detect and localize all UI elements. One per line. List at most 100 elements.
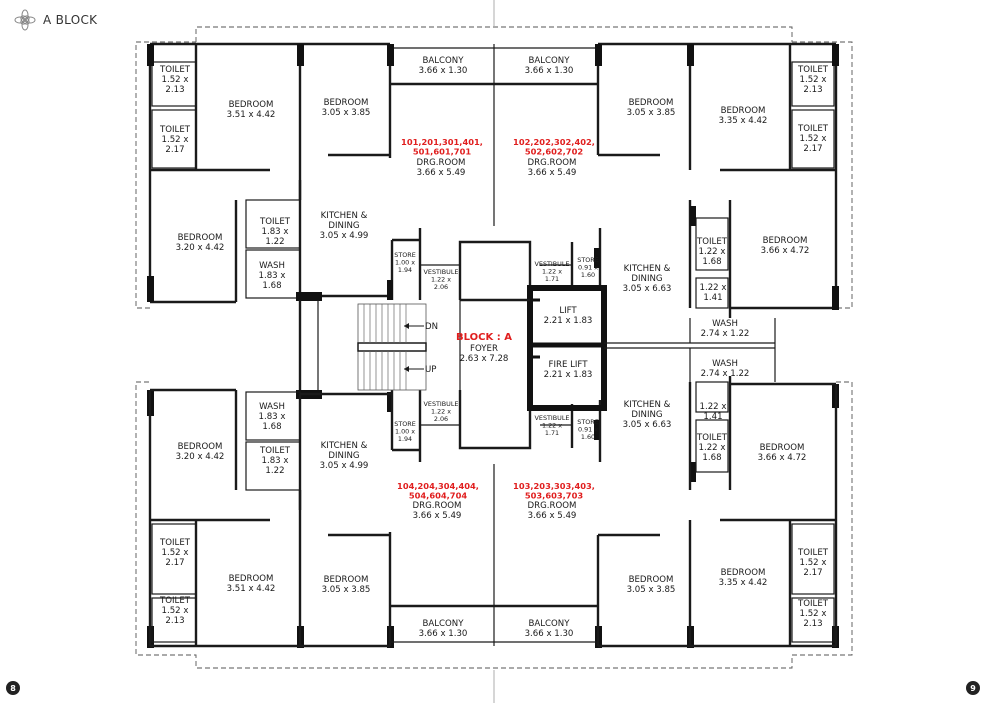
- room-label-line: 0.91 x: [578, 426, 598, 434]
- room-label-line: 2.74 x 1.22: [701, 329, 750, 339]
- room-label-line: 3.05 x 3.85: [322, 585, 371, 595]
- room-label-line: DRG.ROOM: [528, 158, 577, 168]
- room-label-line: 3.35 x 4.42: [719, 116, 768, 126]
- room-label-line: BEDROOM: [721, 568, 766, 578]
- room-label-line: TOILET: [259, 446, 291, 456]
- room-label-line: 1.71: [545, 275, 559, 283]
- room-label-line: 502,602,702: [525, 147, 583, 157]
- room-label-line: 1.00 x: [395, 259, 415, 267]
- room-label-line: KITCHEN &: [624, 264, 671, 274]
- room-label-line: VESTIBULE: [535, 260, 570, 268]
- room-label-line: BALCONY: [528, 56, 570, 66]
- room-label-line: 3.66 x 1.30: [525, 629, 574, 639]
- room-label-line: DINING: [328, 221, 359, 231]
- room-label-line: 0.91 x: [578, 264, 598, 272]
- room-label-line: 1.68: [262, 281, 281, 291]
- room-label-line: STORE: [394, 420, 415, 428]
- room-label-line: DINING: [328, 451, 359, 461]
- room-label-line: 504,604,704: [409, 491, 467, 501]
- room-label-line: BEDROOM: [229, 100, 274, 110]
- room-label-line: WASH: [712, 359, 738, 369]
- room-label-line: WASH: [259, 261, 285, 271]
- room-label-line: 1.52 x: [162, 548, 189, 558]
- room-label-line: 1.22 x: [431, 408, 451, 416]
- room-label-line: TOILET: [797, 548, 829, 558]
- room-label-line: 1.22 x: [431, 276, 451, 284]
- room-label-line: 1.68: [262, 422, 281, 432]
- room-label-line: 1.22 x: [699, 443, 726, 453]
- walls-top: [148, 42, 838, 310]
- room-label-line: 1.22 x: [542, 422, 562, 430]
- room-label-line: 2.17: [165, 145, 184, 155]
- room-label-line: BEDROOM: [178, 442, 223, 452]
- room-label-line: 3.66 x 1.30: [419, 66, 468, 76]
- room-label-line: DRG.ROOM: [413, 501, 462, 511]
- room-label-line: 2.17: [165, 558, 184, 568]
- room-label-line: 1.41: [703, 412, 722, 422]
- room-label-line: 3.51 x 4.42: [227, 110, 276, 120]
- room-label-line: 1.22 x: [699, 247, 726, 257]
- room-label-line: 501,601,701: [413, 147, 471, 157]
- room-label-line: DRG.ROOM: [528, 501, 577, 511]
- room-label-line: TOILET: [159, 65, 191, 75]
- room-label-line: KITCHEN &: [321, 441, 368, 451]
- room-label-line: 1.83 x: [262, 456, 289, 466]
- room-label-line: STORE: [577, 256, 598, 264]
- room-label-line: BEDROOM: [178, 233, 223, 243]
- room-label-line: 101,201,301,401,: [401, 137, 483, 147]
- room-label-line: 1.52 x: [162, 75, 189, 85]
- room-label-line: DRG.ROOM: [417, 158, 466, 168]
- room-label-line: 3.66 x 1.30: [525, 66, 574, 76]
- room-label-line: STORE: [394, 251, 415, 259]
- room-label-line: 1.52 x: [800, 75, 827, 85]
- room-label-line: BEDROOM: [324, 575, 369, 585]
- room-label-line: 1.52 x: [162, 135, 189, 145]
- stair-down-label: DN: [425, 322, 438, 332]
- room-label-line: 1.60: [581, 433, 595, 441]
- room-label-line: 1.68: [702, 453, 721, 463]
- room-label-line: 1.22 x: [542, 268, 562, 276]
- room-label-line: 1.22 x: [700, 283, 727, 293]
- room-label-line: 3.51 x 4.42: [227, 584, 276, 594]
- room-label-line: BEDROOM: [629, 98, 674, 108]
- room-label-line: 1.22: [265, 237, 284, 247]
- room-label-line: 1.83 x: [259, 412, 286, 422]
- room-label-line: 3.66 x 5.49: [413, 511, 462, 521]
- room-label-line: 3.05 x 3.85: [627, 108, 676, 118]
- room-label-line: 1.60: [581, 271, 595, 279]
- room-label-line: BEDROOM: [324, 98, 369, 108]
- block-title: BLOCK : A: [456, 332, 512, 343]
- projection-outline: [135, 26, 853, 669]
- room-label-line: STORE: [577, 418, 598, 426]
- room-label-line: TOILET: [797, 124, 829, 134]
- room-label-line: 3.66 x 1.30: [419, 629, 468, 639]
- room-label-line: DINING: [631, 410, 662, 420]
